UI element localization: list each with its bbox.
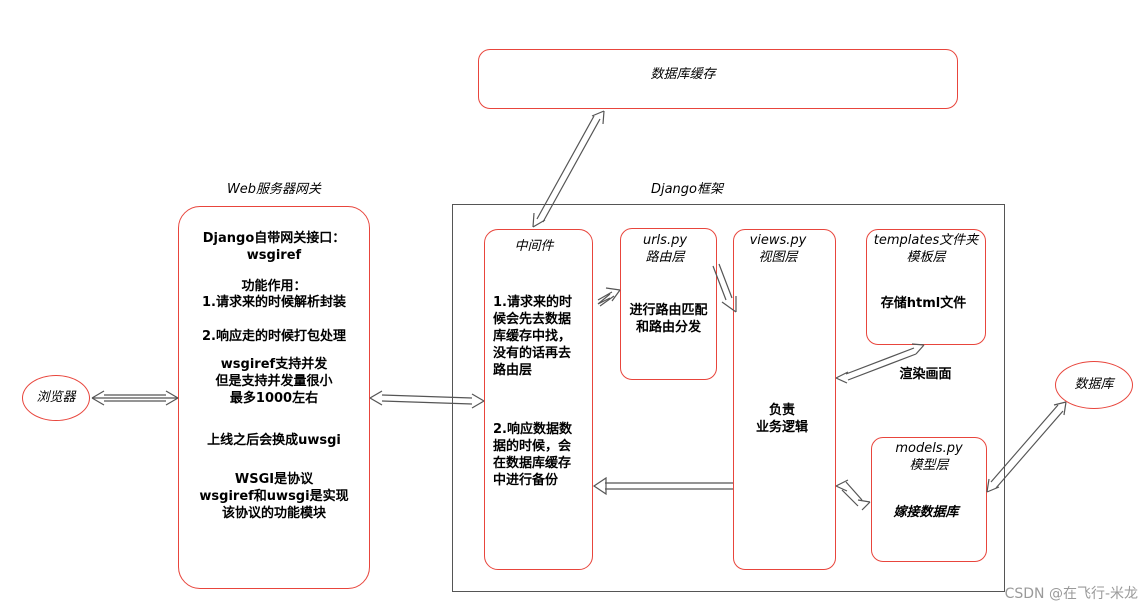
database-cache-label: 数据库缓存 (650, 67, 716, 82)
arrow-models-database (986, 401, 1067, 493)
templates-layer-body: 存储html文件 (880, 296, 967, 311)
django-framework-title: Django框架 (650, 182, 724, 197)
gateway-concurrency-note: wsgiref支持并发 但是支持并发量很小 最多1000左右 (215, 357, 333, 406)
arrow-middleware-urls (597, 287, 621, 307)
gateway-switch-note: 上线之后会换成uwsgi (207, 433, 341, 448)
urls-layer-box (620, 228, 717, 380)
templates-layer-box (866, 229, 986, 345)
arrow-urls-views (712, 263, 737, 313)
middleware-box (484, 229, 593, 570)
urls-layer-title: urls.py 路由层 (642, 233, 688, 265)
middleware-title: 中间件 (514, 239, 554, 254)
arrow-views-models (835, 479, 871, 511)
database-cache-box (478, 49, 958, 109)
urls-layer-body: 进行路由匹配 和路由分发 (629, 303, 708, 335)
arrow-browser-gateway (91, 390, 179, 406)
render-label: 渲染画面 (899, 367, 952, 382)
views-layer-box (733, 229, 836, 570)
arrow-gateway-middleware (369, 390, 485, 409)
database-label: 数据库 (1074, 377, 1114, 392)
browser-node (22, 375, 90, 421)
django-framework-frame (452, 204, 1005, 592)
templates-layer-title: templates文件夹 模板层 (873, 233, 979, 265)
csdn-watermark: CSDN @在飞行-米龙 (1004, 586, 1138, 602)
gateway-item-1: 1.请求来的时候解析封装 (202, 295, 346, 310)
gateway-heading: Django自带网关接口： wsgiref (202, 231, 346, 263)
models-layer-box (871, 437, 987, 562)
middleware-item-2: 2.响应数据数 据的时候，会 在数据库缓存 中进行备份 (493, 422, 572, 488)
browser-label: 浏览器 (36, 390, 76, 405)
models-layer-body: 嫁接数据库 (893, 505, 959, 520)
views-layer-title: views.py 视图层 (749, 233, 807, 265)
models-layer-title: models.py 模型层 (895, 441, 963, 473)
database-node (1055, 361, 1133, 409)
arrow-views-middleware (592, 476, 733, 496)
gateway-wsgi-note: WSGI是协议 wsgiref和uwsgi是实现 该协议的功能模块 (199, 472, 349, 521)
middleware-item-1: 1.请求来的时 候会先去数据 库缓存中找， 没有的话再去 路由层 (493, 295, 572, 378)
gateway-function-title: 功能作用： (241, 279, 307, 294)
web-gateway-box (178, 206, 370, 589)
web-gateway-title: Web服务器网关 (226, 182, 322, 197)
arrow-views-templates (835, 343, 925, 384)
arrow-middleware-cache (532, 110, 605, 228)
gateway-item-2: 2.响应走的时候打包处理 (202, 329, 346, 344)
views-layer-body: 负责 业务逻辑 (755, 403, 808, 435)
